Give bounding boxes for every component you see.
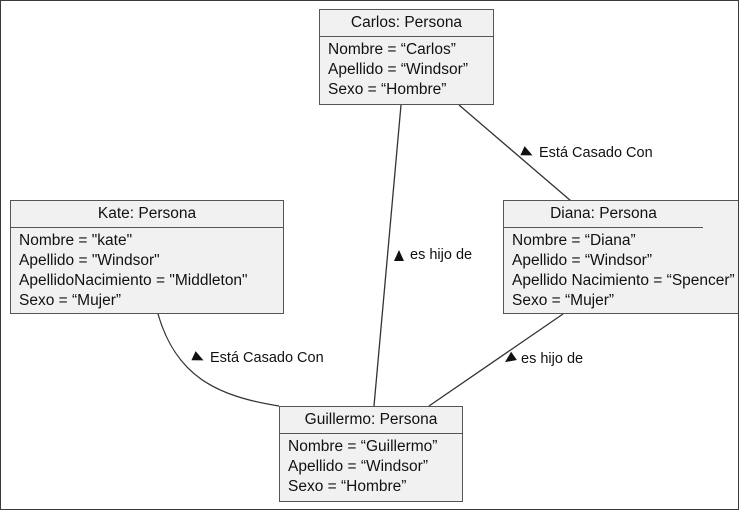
object-guillermo: Guillermo: Persona Nombre = “Guillermo” … bbox=[279, 406, 463, 502]
link-carlos-guillermo bbox=[373, 104, 402, 407]
attribute-apellido-nacimiento: Apellido Nacimiento = “Spencer” bbox=[512, 272, 735, 289]
object-carlos: Carlos: Persona Nombre = “Carlos” Apelli… bbox=[319, 9, 494, 105]
direction-arrow-icon bbox=[520, 146, 535, 160]
object-diana: Diana: Persona Nombre = “Diana” Apellido… bbox=[503, 200, 738, 314]
attribute-list: Nombre = “Carlos” Apellido = “Windsor” S… bbox=[320, 37, 493, 100]
link-carlos-diana bbox=[458, 104, 572, 202]
attribute-apellido: Apellido = “Windsor” bbox=[512, 252, 652, 269]
attribute-list: Nombre = “Guillermo” Apellido = “Windsor… bbox=[280, 434, 462, 497]
link-kate-guillermo bbox=[157, 313, 280, 407]
direction-arrow-icon bbox=[502, 351, 517, 367]
link-label-text: es hijo de bbox=[521, 351, 584, 367]
link-label-kate-guillermo: Está Casado Con bbox=[191, 350, 324, 366]
link-label-text: Está Casado Con bbox=[539, 145, 653, 161]
object-title: Guillermo: Persona bbox=[280, 407, 462, 434]
object-title: Carlos: Persona bbox=[320, 10, 493, 37]
attribute-apellido-nacimiento: ApellidoNacimiento = "Middleton" bbox=[19, 272, 248, 289]
link-diana-guillermo bbox=[428, 313, 564, 407]
link-label-guillermo-carlos: es hijo de bbox=[394, 247, 472, 263]
attribute-sexo: Sexo = “Hombre” bbox=[328, 81, 447, 98]
attribute-nombre: Nombre = “Carlos” bbox=[328, 41, 456, 58]
attribute-nombre: Nombre = “Guillermo” bbox=[288, 438, 438, 455]
attribute-list: Nombre = “Diana” Apellido = “Windsor” Ap… bbox=[504, 228, 738, 311]
direction-arrow-icon bbox=[191, 351, 206, 365]
attribute-apellido: Apellido = "Windsor" bbox=[19, 252, 160, 269]
attribute-sexo: Sexo = “Mujer” bbox=[19, 292, 122, 309]
direction-arrow-icon bbox=[394, 249, 404, 261]
attribute-apellido: Apellido = “Windsor” bbox=[328, 61, 468, 78]
attribute-sexo: Sexo = “Mujer” bbox=[512, 292, 615, 309]
attribute-nombre: Nombre = “Diana” bbox=[512, 232, 636, 249]
attribute-apellido: Apellido = “Windsor” bbox=[288, 458, 428, 475]
link-label-guillermo-diana: es hijo de bbox=[502, 351, 584, 367]
link-label-text: Está Casado Con bbox=[210, 350, 324, 366]
object-title: Kate: Persona bbox=[11, 201, 283, 228]
link-label-carlos-diana: Está Casado Con bbox=[520, 145, 653, 161]
attribute-list: Nombre = "kate" Apellido = "Windsor" Ape… bbox=[11, 228, 283, 311]
attribute-sexo: Sexo = “Hombre” bbox=[288, 478, 407, 495]
link-label-text: es hijo de bbox=[410, 247, 473, 263]
object-title: Diana: Persona bbox=[504, 201, 703, 228]
object-kate: Kate: Persona Nombre = "kate" Apellido =… bbox=[10, 200, 284, 314]
attribute-nombre: Nombre = "kate" bbox=[19, 232, 133, 249]
